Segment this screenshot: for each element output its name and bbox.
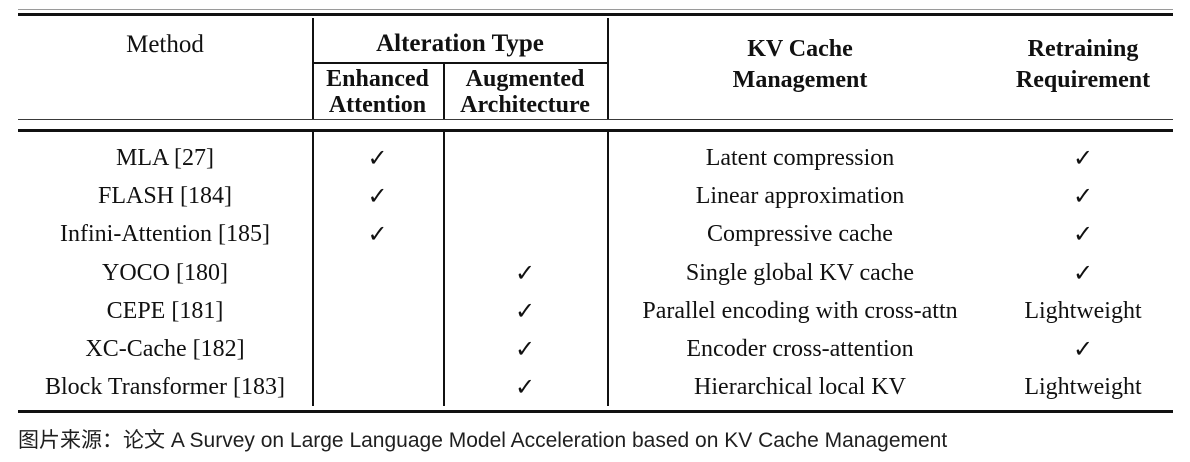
enhanced-attention-cell: ✓: [367, 222, 388, 249]
header-rule-thick: [18, 129, 1173, 132]
enhanced-attention-cell: ✓: [367, 183, 388, 210]
method-cell: YOCO [180]: [102, 259, 228, 286]
kv-management-cell: Compressive cache: [707, 221, 893, 248]
column-header-retraining-requirement: Retraining Requirement: [1015, 36, 1151, 93]
method-cell: Block Transformer [183]: [45, 374, 285, 401]
top-rule-shadow: [18, 9, 1173, 10]
table-row: Infini-Attention [185] ✓ Compressive cac…: [18, 216, 1173, 254]
vertical-rule-alteration-body: [443, 132, 445, 406]
vertical-rule-method-header: [312, 18, 314, 119]
column-header-method: Method: [126, 31, 204, 58]
retraining-cell: ✓: [1072, 183, 1094, 210]
vertical-rule-subheader: [443, 63, 445, 119]
vertical-rule-method-body: [312, 132, 314, 406]
retraining-cell: ✓: [1072, 260, 1094, 287]
retraining-cell: ✓: [1072, 337, 1094, 364]
header-rule-thin: [18, 119, 1173, 120]
retraining-cell: Lightweight: [1024, 297, 1142, 324]
kv-management-cell: Encoder cross-attention: [686, 336, 914, 363]
table-row: YOCO [180] ✓ Single global KV cache ✓: [18, 254, 1173, 292]
kv-management-cell: Single global KV cache: [685, 259, 915, 286]
kv-management-cell: Linear approximation: [695, 182, 905, 209]
augmented-architecture-cell: ✓: [514, 375, 536, 402]
vertical-rule-kv-header: [607, 18, 609, 119]
image-source-caption: 图片来源：论文 A Survey on Large Language Model…: [18, 429, 948, 452]
table-row: MLA [27] ✓ Latent compression ✓: [18, 139, 1173, 177]
table-row: CEPE [181] ✓ Parallel encoding with cros…: [18, 292, 1173, 330]
alteration-type-underline: [313, 62, 607, 64]
column-header-alteration-type: Alteration Type: [376, 30, 544, 57]
table-row: FLASH [184] ✓ Linear approximation ✓: [18, 177, 1173, 215]
top-rule: [18, 13, 1173, 16]
column-header-augmented-architecture: Augmented Architecture: [460, 66, 590, 118]
column-header-enhanced-attention: Enhanced Attention: [326, 66, 429, 118]
column-header-kv-cache-management: KV Cache Management: [732, 36, 868, 93]
retraining-cell: Lightweight: [1024, 374, 1142, 401]
table-row: Block Transformer [183] ✓ Hierarchical l…: [18, 369, 1173, 407]
kv-management-cell: Parallel encoding with cross-attn: [642, 297, 958, 324]
bottom-rule: [18, 410, 1173, 413]
method-cell: FLASH [184]: [97, 182, 232, 209]
augmented-architecture-cell: ✓: [514, 298, 536, 325]
method-cell: CEPE [181]: [106, 297, 224, 324]
kv-management-cell: Latent compression: [705, 144, 895, 171]
kv-management-cell: Hierarchical local KV: [694, 374, 906, 401]
enhanced-attention-cell: ✓: [367, 145, 388, 172]
method-cell: XC-Cache [182]: [85, 336, 245, 363]
augmented-architecture-cell: ✓: [514, 260, 536, 287]
table-body: MLA [27] ✓ Latent compression ✓ FLASH [1…: [18, 139, 1173, 407]
table-row: XC-Cache [182] ✓ Encoder cross-attention…: [18, 330, 1173, 368]
vertical-rule-kv-body: [607, 132, 609, 406]
retraining-cell: ✓: [1072, 222, 1094, 249]
method-cell: Infini-Attention [185]: [60, 221, 270, 248]
augmented-architecture-cell: ✓: [514, 337, 536, 364]
method-cell: MLA [27]: [116, 144, 214, 171]
retraining-cell: ✓: [1072, 145, 1094, 172]
